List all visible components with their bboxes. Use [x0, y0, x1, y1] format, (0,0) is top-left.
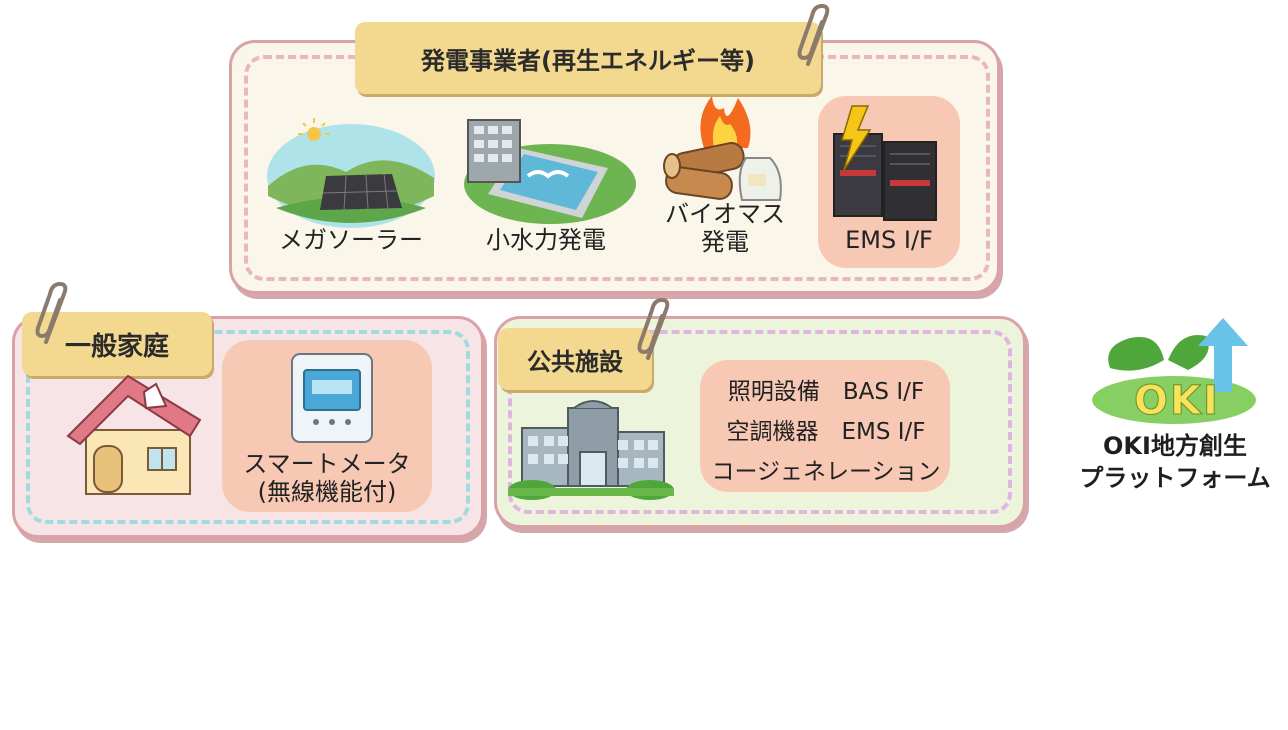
biomass-fire-icon	[663, 96, 782, 201]
smart-meter-label: スマートメータ (無線機能付)	[222, 450, 432, 506]
biomass-label-line1: バイオマス	[665, 200, 785, 228]
biomass-label: バイオマス 発電	[650, 200, 800, 256]
server-lightning-icon	[833, 105, 937, 221]
house-icon	[66, 374, 202, 495]
facility-equipment-line: 照明設備 BAS I/F	[727, 379, 925, 405]
oki-sprout-logo-icon	[1092, 318, 1256, 424]
hydro-power-icon	[464, 119, 636, 224]
smart-meter-icon	[291, 353, 373, 443]
smart-meter-label-line1: スマートメータ	[243, 450, 411, 478]
smart-meter-label-line2: (無線機能付)	[257, 478, 397, 506]
mega-solar-label: メガソーラー	[279, 226, 423, 254]
paperclip-icon	[797, 3, 830, 66]
public-building-icon	[508, 400, 674, 500]
facility-equipment-list: 照明設備 BAS I/F 空調機器 EMS I/F コージェネレーション	[690, 372, 962, 492]
biomass-label-line2: 発電	[701, 228, 749, 256]
paperclip-icon	[637, 297, 670, 360]
facility-equipment-bg	[700, 360, 950, 492]
oki-platform-label-line1: OKI地方創生	[1103, 432, 1247, 460]
facility-equipment-line: 空調機器 EMS I/F	[726, 419, 926, 445]
solar-panel-icon	[267, 118, 435, 228]
oki-logo-text: OKI	[1134, 378, 1220, 425]
oki-platform-label-line2: プラットフォーム	[1079, 464, 1271, 492]
power-producers-title: 発電事業者(再生エネルギー等)	[355, 22, 821, 94]
small-hydro-label: 小水力発電	[486, 226, 606, 254]
public-facility-title: 公共施設	[498, 328, 652, 390]
facility-equipment-line: コージェネレーション	[711, 459, 941, 485]
paperclip-icon	[35, 281, 68, 344]
ems-label: EMS I/F	[845, 226, 933, 254]
oki-platform-label: OKI地方創生 プラットフォーム	[1070, 430, 1280, 494]
